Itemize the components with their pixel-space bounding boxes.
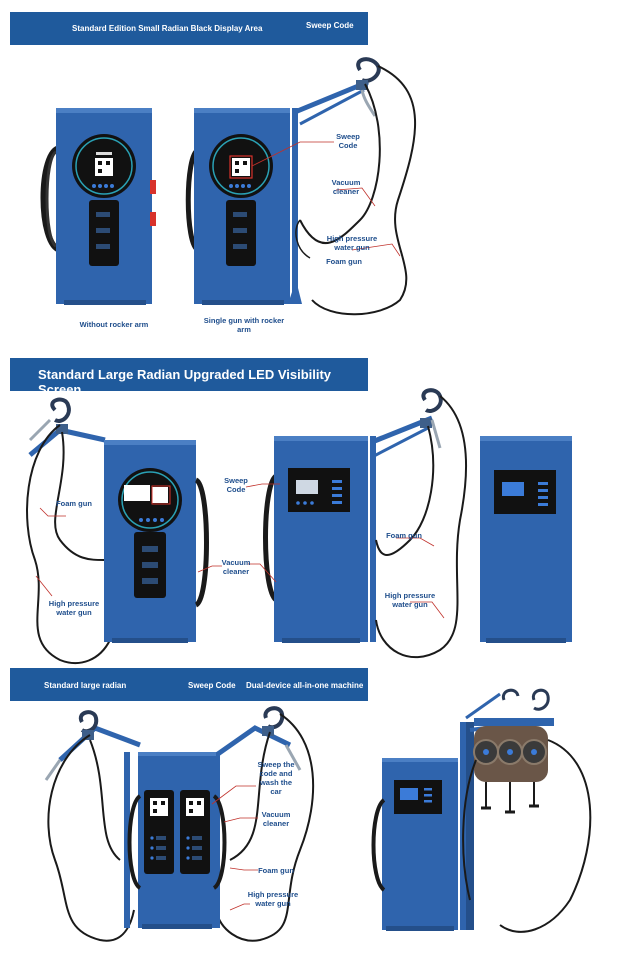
label-sweep-code-s1: Sweep Code xyxy=(336,132,360,150)
label-foam-gun-s2-left: Foam gun xyxy=(56,499,92,508)
machine-all-in-one-reels xyxy=(371,688,592,933)
section3-banner-left: Standard large radian xyxy=(44,681,127,690)
section1-leader-lines xyxy=(251,141,401,257)
label-vacuum-cleaner-s3: Vacuum cleaner xyxy=(261,810,291,828)
section2-banner: Standard Large Radian Upgraded LED Visib… xyxy=(10,358,368,397)
machine-led-screen-with-arm xyxy=(263,388,467,659)
section2-banner-title: Standard Large Radian Upgraded LED Visib… xyxy=(38,367,332,397)
label-sweep-code-s2: Sweep Code xyxy=(224,476,248,494)
label-without-rocker-arm: Without rocker arm xyxy=(79,320,149,329)
section3-leader-lines xyxy=(211,785,258,911)
label-vacuum-cleaner-s1: Vacuum cleaner xyxy=(331,178,361,196)
machine-single-gun-rocker-arm xyxy=(185,57,416,316)
section1-banner-title: Standard Edition Small Radian Black Disp… xyxy=(72,24,263,33)
section3-banner-mid: Sweep Code xyxy=(188,681,236,690)
label-vacuum-cleaner-s2: Vacuum cleaner xyxy=(221,558,251,576)
label-high-pressure-s2-left: High pressure water gun xyxy=(48,599,100,617)
machine-without-rocker-arm xyxy=(40,108,156,305)
section2-leader-lines xyxy=(35,483,445,619)
machine-led-screen-cabinet xyxy=(480,436,572,643)
label-single-gun-rocker-arm: Single gun with rocker arm xyxy=(203,316,285,334)
machine-large-radian-left xyxy=(26,397,209,665)
label-sweep-wash-car: Sweep the code and wash the car xyxy=(257,760,295,796)
section1-banner: Standard Edition Small Radian Black Disp… xyxy=(10,12,368,45)
label-foam-gun-s1: Foam gun xyxy=(326,257,362,266)
section3-banner-right: Dual-device all-in-one machine xyxy=(246,681,364,690)
label-high-pressure-s2-right: High pressure water gun xyxy=(384,591,436,609)
machine-dual-device xyxy=(44,706,315,942)
section3-banner: Standard large radian Sweep Code Dual-de… xyxy=(10,668,368,701)
label-foam-gun-s2-right: Foam gun xyxy=(386,531,422,540)
label-high-pressure-s3: High pressure water gun xyxy=(247,890,299,908)
label-foam-gun-s3: Foam gun xyxy=(258,866,294,875)
label-high-pressure-s1: High pressure water gun xyxy=(326,234,378,252)
section1-banner-right: Sweep Code xyxy=(306,21,354,30)
